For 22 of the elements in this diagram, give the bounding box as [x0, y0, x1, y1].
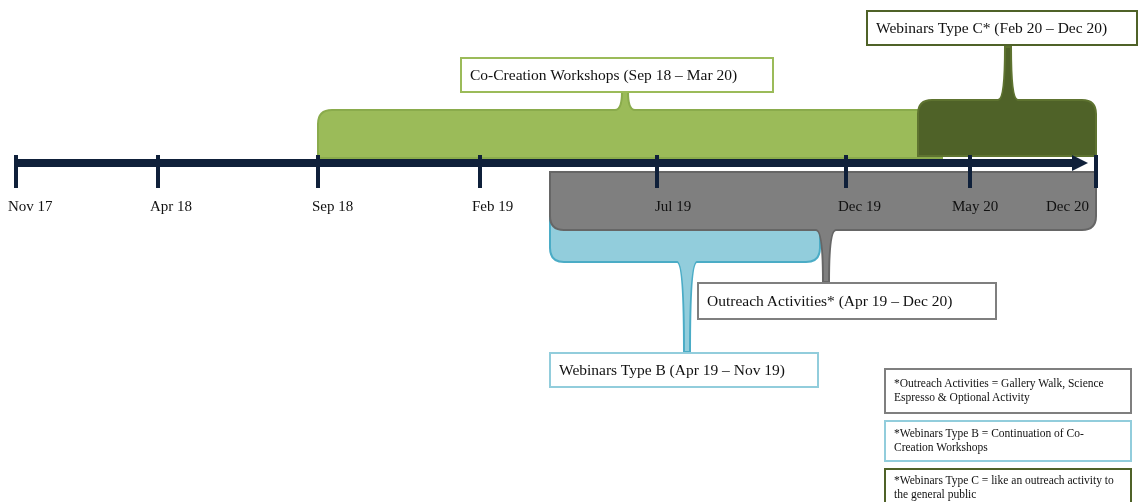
note-box — [884, 420, 1132, 462]
date-label: Feb 19 — [472, 198, 514, 215]
date-label: Nov 17 — [8, 198, 53, 215]
label-text: *Webinars Type B = Continuation of Co-Creation Workshops — [894, 427, 1085, 455]
note-box — [884, 368, 1132, 414]
label-text: *Webinars Type C = like an outreach activity to the general public — [894, 474, 1115, 502]
label-text: *Outreach Activities = Gallery Walk, Science Espresso & Optional Activity — [894, 377, 1105, 405]
label-box — [866, 10, 1138, 46]
label-text: Webinars Type B (Apr 19 – Nov 19) — [559, 360, 785, 380]
label-box — [460, 57, 774, 93]
date-label: Sep 18 — [312, 198, 354, 215]
date-label: Dec 19 — [838, 198, 881, 215]
label-box — [549, 352, 819, 388]
date-label: Apr 18 — [150, 198, 193, 215]
date-label: Jul 19 — [655, 198, 692, 215]
label-box — [697, 282, 997, 320]
date-label: May 20 — [952, 198, 999, 215]
label-text: Outreach Activities* (Apr 19 – Dec 20) — [707, 291, 953, 311]
date-label: Dec 20 — [1046, 198, 1089, 215]
label-text: Webinars Type C* (Feb 20 – Dec 20) — [876, 18, 1108, 38]
label-text: Co-Creation Workshops (Sep 18 – Mar 20) — [470, 65, 738, 85]
note-box — [884, 468, 1132, 502]
